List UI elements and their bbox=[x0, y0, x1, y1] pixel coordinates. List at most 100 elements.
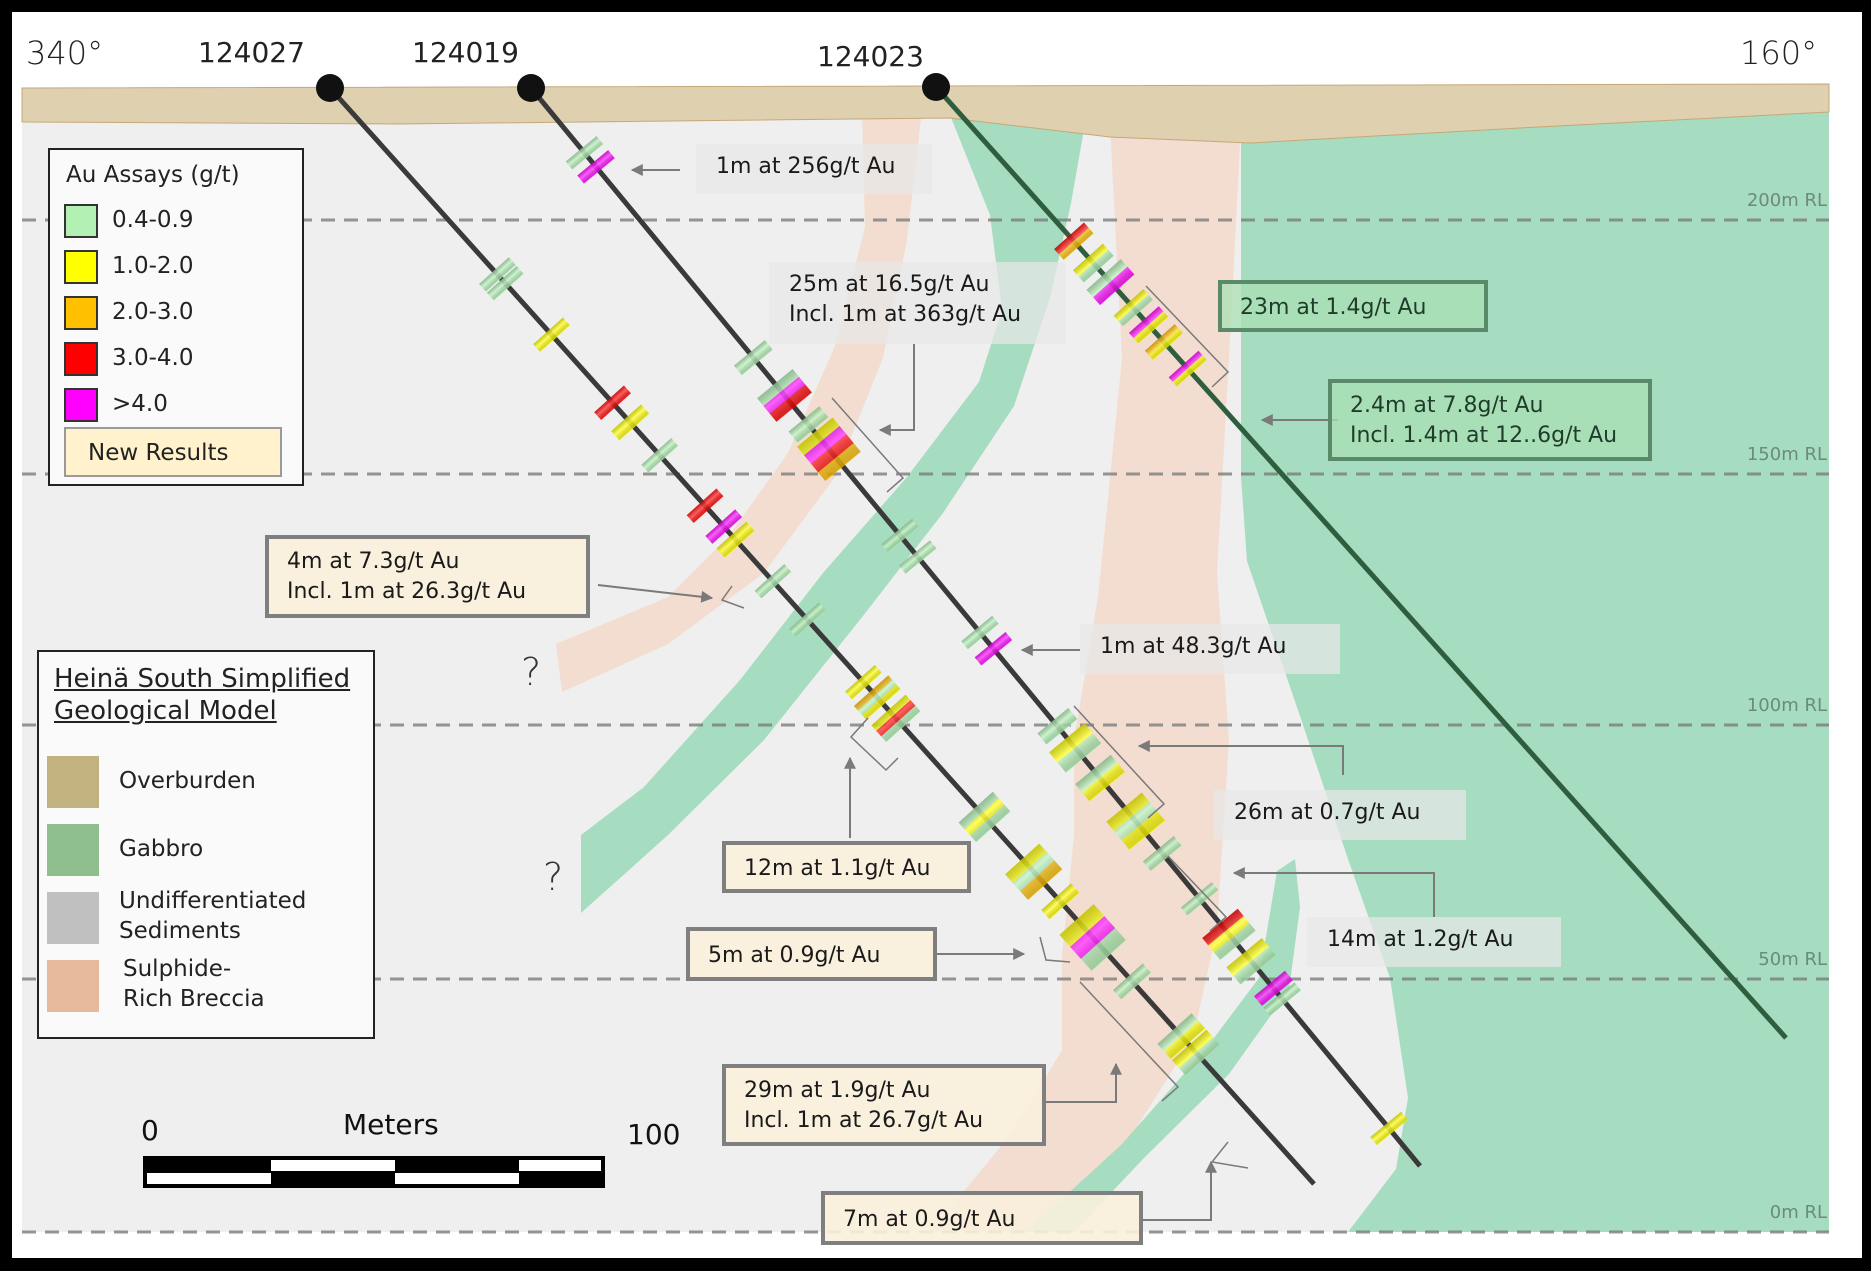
intercept-summary: 7m at 0.9g/t Au bbox=[843, 1207, 1016, 1232]
assay-intercept bbox=[1005, 843, 1063, 901]
intercept-annotation: 12m at 1.1g/t Au bbox=[722, 841, 971, 893]
scale-bar: 0 Meters 100 bbox=[141, 1108, 680, 1192]
assay-intercept bbox=[974, 631, 1013, 666]
intercept-annotation: 5m at 0.9g/t Au bbox=[686, 927, 937, 981]
assay-intercept bbox=[1073, 243, 1114, 283]
assay-intercept bbox=[845, 664, 882, 700]
interval-bracket bbox=[1073, 705, 1166, 819]
assay-intercept bbox=[1049, 723, 1102, 773]
assay-intercept bbox=[961, 615, 999, 650]
assay-intercept bbox=[1075, 754, 1126, 802]
uncertainty-mark-lower: ? bbox=[543, 855, 564, 899]
interval-bracket bbox=[849, 717, 899, 772]
assay-intercept bbox=[716, 521, 755, 558]
geology-legend-label: Sulphide- bbox=[123, 956, 232, 982]
geology-legend-label: Gabbro bbox=[119, 836, 204, 862]
assay-intercept bbox=[1128, 306, 1169, 344]
assay-intercept bbox=[1180, 882, 1219, 916]
assay-intercept bbox=[479, 257, 516, 292]
assay-intercept bbox=[486, 266, 524, 301]
intercept-including: Incl. 1m at 363g/t Au bbox=[789, 302, 1022, 327]
intercept-summary: 25m at 16.5g/t Au bbox=[789, 272, 990, 297]
geology-legend-label-line2: Rich Breccia bbox=[123, 986, 265, 1012]
assay-intercept bbox=[1142, 836, 1182, 872]
intercept-summary: 29m at 1.9g/t Au bbox=[744, 1078, 931, 1103]
azimuth-left-label: 340° bbox=[26, 34, 104, 72]
assay-legend-label: 3.0-4.0 bbox=[112, 345, 194, 371]
intercept-including: Incl. 1m at 26.3g/t Au bbox=[287, 579, 527, 604]
rl-label: 50m RL bbox=[1758, 949, 1827, 970]
assay-intercept bbox=[1041, 883, 1080, 920]
assay-intercept bbox=[641, 438, 679, 473]
scale-unit-label: Meters bbox=[343, 1108, 439, 1141]
overburden-layer bbox=[21, 83, 1830, 144]
annotation-leaders bbox=[597, 164, 1435, 1221]
assay-intercept bbox=[1144, 324, 1184, 361]
drill-collar-icon bbox=[517, 74, 545, 102]
assay-intercept bbox=[577, 150, 615, 184]
intercept-summary: 14m at 1.2g/t Au bbox=[1327, 927, 1514, 952]
scale-start-label: 0 bbox=[141, 1114, 159, 1147]
intercept-annotation: 1m at 256g/t Au bbox=[696, 144, 932, 194]
assay-intercept bbox=[754, 564, 792, 599]
intercept-including: Incl. 1.4m at 12..6g/t Au bbox=[1350, 423, 1618, 448]
leader-arrow bbox=[1143, 1160, 1217, 1221]
geology-swatch bbox=[47, 892, 99, 944]
assay-legend-label: 0.4-0.9 bbox=[112, 207, 194, 233]
leader-arrow bbox=[1045, 1062, 1122, 1103]
rl-label: 200m RL bbox=[1746, 190, 1827, 211]
intercept-annotation: 26m at 0.7g/t Au bbox=[1214, 790, 1466, 840]
drill-collar-icon bbox=[316, 74, 344, 102]
assay-swatch bbox=[64, 342, 98, 376]
interval-bracket bbox=[1145, 285, 1230, 388]
assay-intercept bbox=[789, 602, 826, 638]
intercept-summary: 26m at 0.7g/t Au bbox=[1234, 800, 1421, 825]
intercept-annotation: 25m at 16.5g/t Au Incl. 1m at 363g/t Au bbox=[769, 262, 1066, 344]
azimuth-right-label: 160° bbox=[1740, 34, 1818, 72]
assay-intercept bbox=[594, 385, 631, 421]
intercept-annotation: 1m at 48.3g/t Au bbox=[1080, 624, 1340, 674]
geology-swatch bbox=[47, 756, 99, 808]
assay-intercept bbox=[788, 406, 829, 443]
assay-intercept bbox=[1370, 1111, 1408, 1146]
assay-intercept bbox=[1172, 1029, 1221, 1076]
hole-label-124027: 124027 bbox=[198, 36, 305, 69]
assay-legend-label: 1.0-2.0 bbox=[112, 253, 194, 279]
gabbro-body-upper bbox=[581, 110, 1086, 913]
assay-legend-label: 2.0-3.0 bbox=[112, 299, 194, 325]
assay-legend-label: >4.0 bbox=[112, 391, 168, 417]
interval-bracket bbox=[1167, 855, 1228, 932]
intercept-summary: 23m at 1.4g/t Au bbox=[1240, 295, 1427, 320]
assay-intercept bbox=[686, 488, 724, 524]
assay-intercept bbox=[533, 317, 570, 353]
rl-label: 0m RL bbox=[1769, 1202, 1827, 1223]
geology-legend-title-line1: Heinä South Simplified bbox=[54, 664, 351, 694]
geology-swatch bbox=[47, 960, 99, 1012]
assay-swatch bbox=[64, 250, 98, 284]
intercept-annotation: 7m at 0.9g/t Au bbox=[821, 1191, 1143, 1245]
assay-intercept bbox=[871, 694, 921, 743]
leader-arrow bbox=[878, 344, 915, 436]
leader-arrow bbox=[1232, 867, 1435, 917]
assay-intercept bbox=[1059, 904, 1127, 971]
geology-legend-label: Overburden bbox=[119, 768, 256, 794]
assay-intercept bbox=[1113, 289, 1154, 327]
assay-intercept bbox=[899, 540, 937, 574]
interval-bracket bbox=[1039, 936, 1071, 963]
assay-intercept bbox=[1106, 792, 1166, 850]
assay-swatch bbox=[64, 204, 98, 238]
geology-legend: Heinä South Simplified Geological Model … bbox=[37, 650, 375, 1039]
intercept-summary: 1m at 256g/t Au bbox=[716, 154, 896, 179]
new-results-swatch: New Results bbox=[64, 427, 282, 477]
assay-intercept bbox=[611, 404, 650, 441]
assay-swatch bbox=[64, 388, 98, 422]
leader-arrow bbox=[1137, 740, 1344, 775]
assay-intercept bbox=[757, 369, 812, 422]
breccia-body-central bbox=[930, 125, 1241, 1232]
assay-intercept bbox=[1113, 963, 1152, 1000]
interval-bracket bbox=[831, 397, 905, 493]
